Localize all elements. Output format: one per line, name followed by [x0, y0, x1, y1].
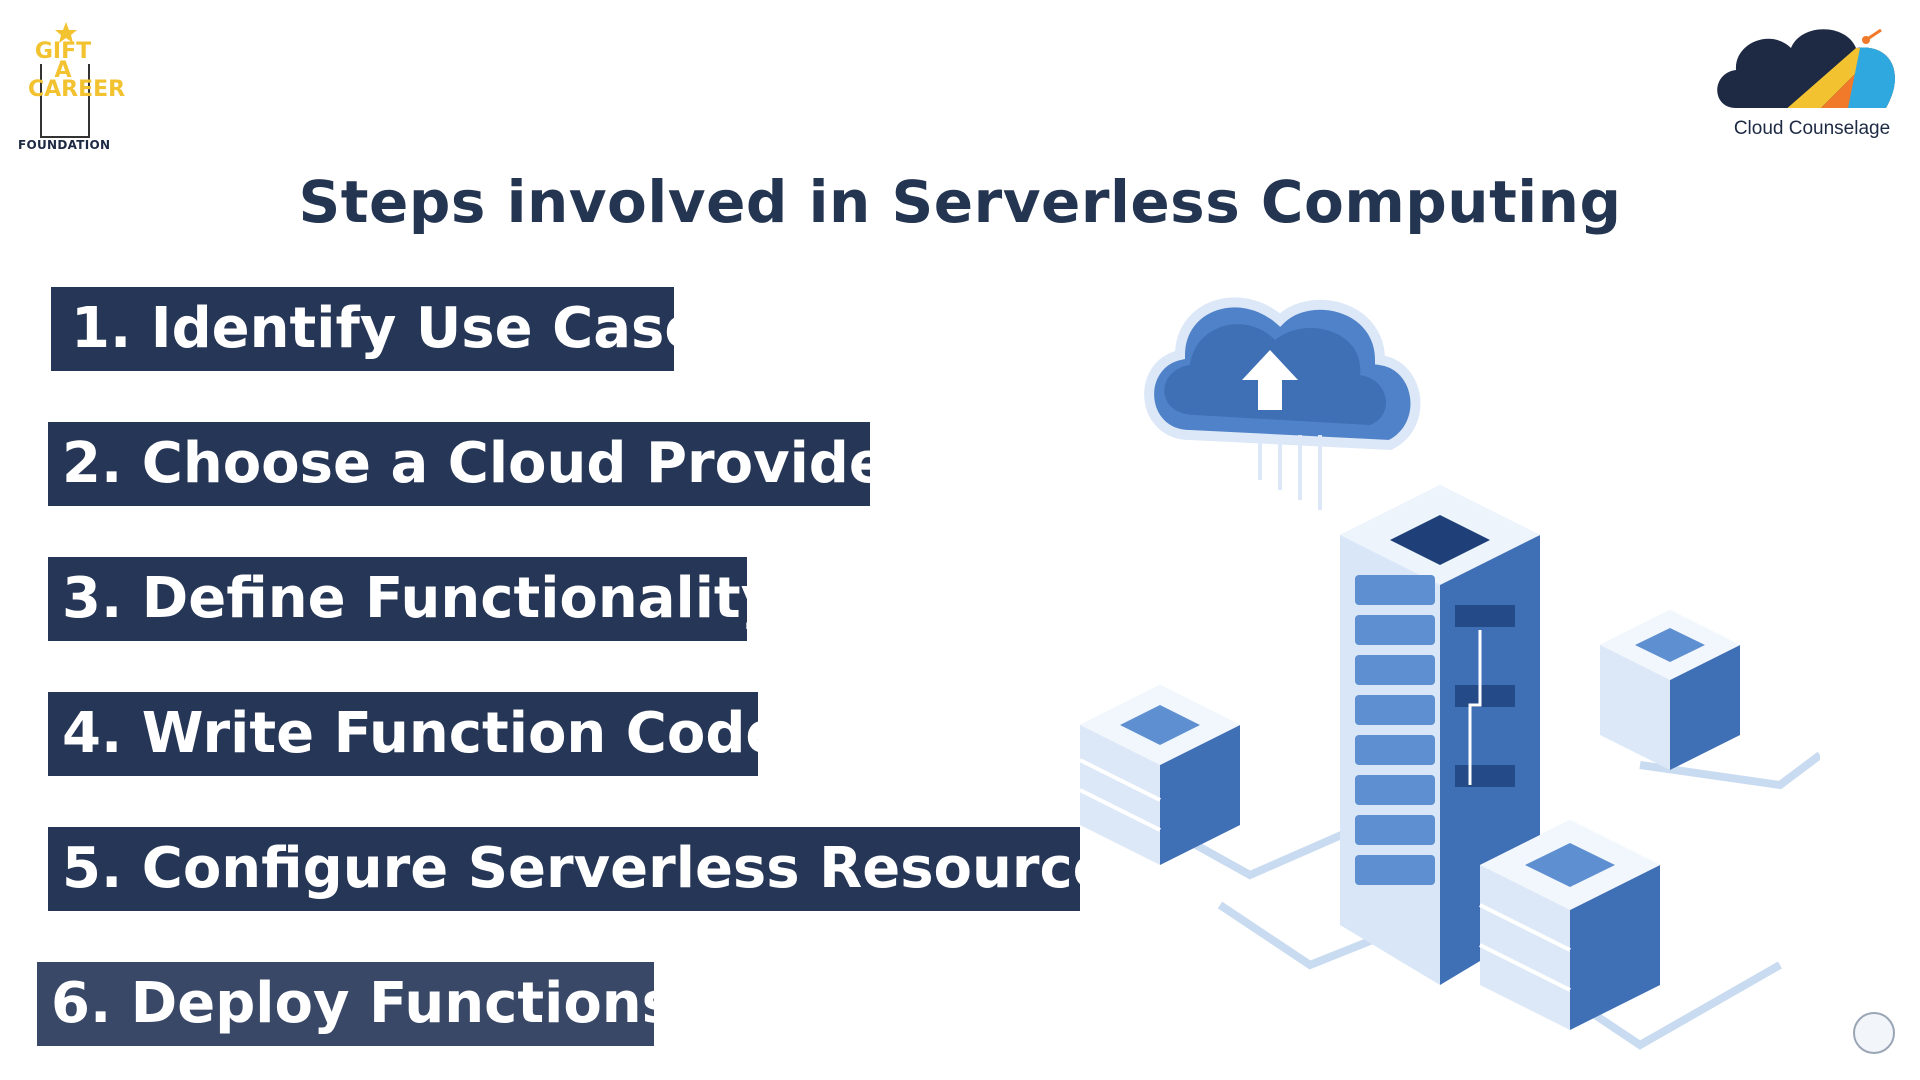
logo-foundation-text: FOUNDATION	[18, 138, 111, 152]
step-3-banner: 3. Define Functionality	[48, 557, 777, 641]
step-5-banner: 5. Configure Serverless Resources	[48, 827, 1144, 911]
step-2-banner: 2. Choose a Cloud Provider	[48, 422, 914, 506]
step-4-banner: 4. Write Function Code	[48, 692, 783, 776]
step-6-banner: 6. Deploy Functions	[37, 962, 675, 1046]
logo-frame	[40, 64, 90, 138]
gift-a-career-logo: GIFT A CAREER FOUNDATION	[14, 20, 126, 152]
logo-wordmark: GIFT A CAREER	[28, 39, 126, 102]
slide-title: Steps involved in Serverless Computing	[298, 168, 1622, 236]
logo-caption: Cloud Counselage	[1733, 118, 1891, 139]
cloud-counselage-cloud-icon	[1717, 28, 1895, 108]
step-1-banner: 1. Identify Use Cases	[51, 287, 736, 371]
star-icon	[55, 22, 77, 43]
cloud-server-network-icon	[1080, 297, 1820, 1050]
cloud-counselage-logo: Cloud Counselage	[1706, 18, 1906, 148]
channel-watermark-icon	[1853, 1012, 1895, 1054]
